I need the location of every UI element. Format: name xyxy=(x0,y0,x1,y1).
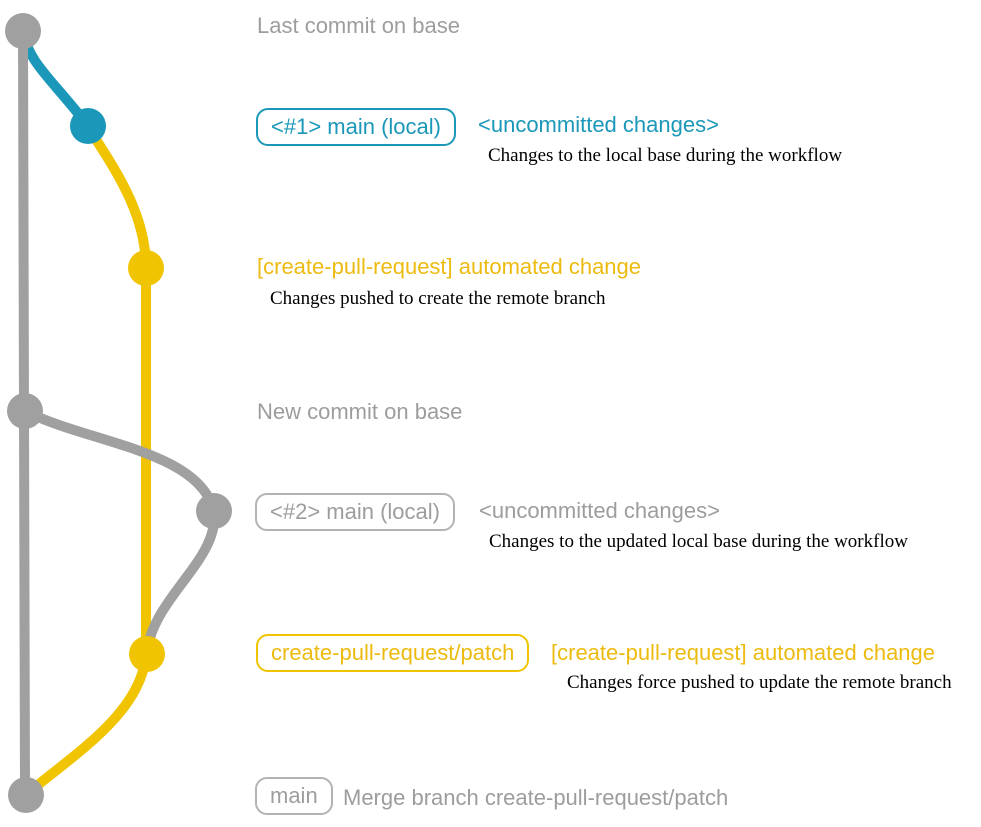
branch-rebase-out xyxy=(20,406,219,516)
badge-main: main xyxy=(255,777,333,815)
commit-node-local-main-1 xyxy=(70,108,106,144)
badge-main-local-1: <#1> main (local) xyxy=(256,108,456,146)
commit-node-merge xyxy=(8,777,44,813)
uncommitted-changes-title-2: <uncommitted changes> xyxy=(479,498,720,523)
automated-change-title-2: [create-pull-request] automated change xyxy=(551,640,936,665)
commit-node-new-commit-on-base xyxy=(7,393,43,429)
branch-rebase-back xyxy=(142,506,220,658)
last-commit-label: Last commit on base xyxy=(257,13,460,38)
commit-node-automated-change-1 xyxy=(128,250,164,286)
new-commit-label: New commit on base xyxy=(257,399,463,424)
automated-change-caption-2: Changes force pushed to update the remot… xyxy=(567,672,952,693)
merge-label: Merge branch create-pull-request/patch xyxy=(343,785,729,810)
uncommitted-changes-title-1: <uncommitted changes> xyxy=(478,112,719,137)
commit-node-local-main-2 xyxy=(196,493,232,529)
branch-create-pull-request-patch xyxy=(22,121,151,799)
badge-patch-branch: create-pull-request/patch xyxy=(256,634,530,672)
commit-node-automated-change-2 xyxy=(129,636,165,672)
automated-change-caption-1: Changes pushed to create the remote bran… xyxy=(270,288,606,309)
badge-main-local-2: <#2> main (local) xyxy=(255,493,455,531)
uncommitted-changes-caption-2: Changes to the updated local base during… xyxy=(489,531,908,552)
uncommitted-changes-caption-1: Changes to the local base during the wor… xyxy=(488,145,843,166)
automated-change-title-1: [create-pull-request] automated change xyxy=(257,254,642,279)
commit-node-last-commit-on-base xyxy=(5,13,41,49)
